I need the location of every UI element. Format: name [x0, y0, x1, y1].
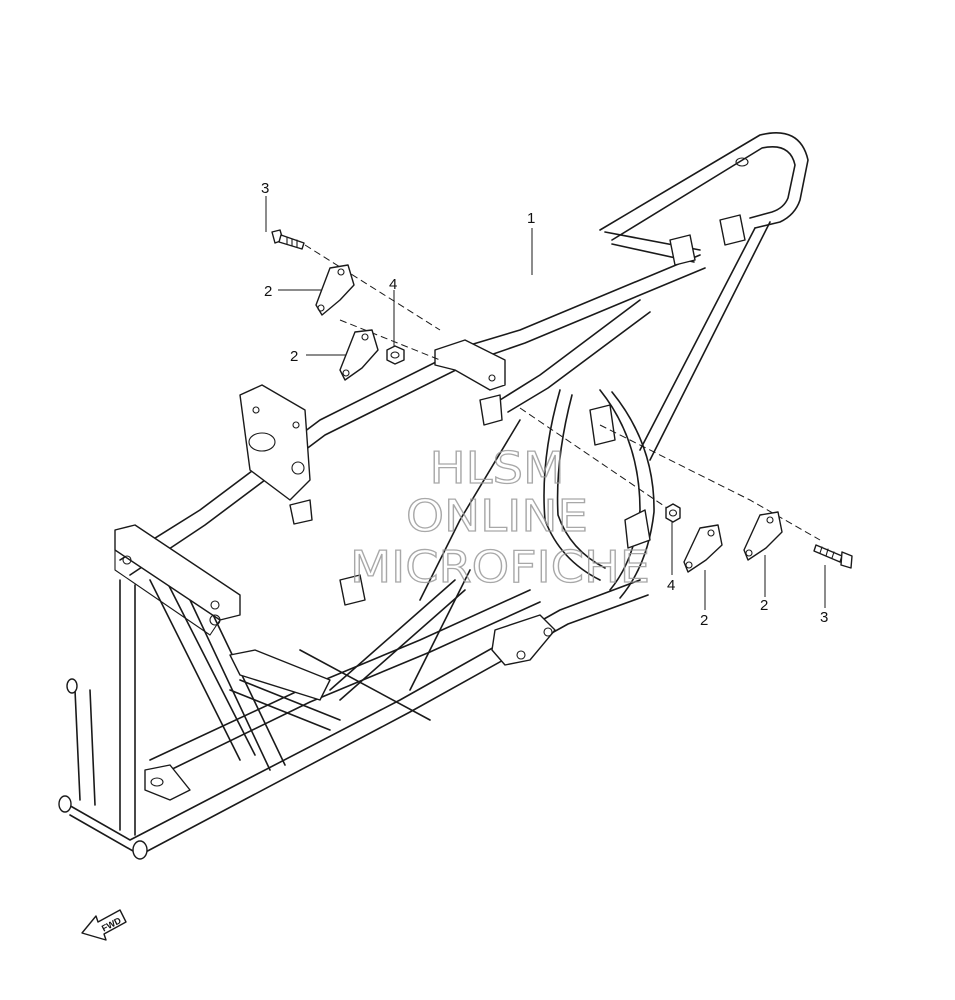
- callout-2-upper-b: 2: [290, 348, 298, 365]
- assembly-line-left: [304, 244, 441, 331]
- callout-2-lower-a: 2: [700, 612, 708, 629]
- callout-1: 1: [527, 210, 535, 227]
- bolt-left[interactable]: [271, 229, 305, 250]
- callout-4-left: 4: [389, 276, 397, 293]
- assembly-line-right: [599, 424, 821, 541]
- watermark-line1: HLSM: [430, 443, 565, 494]
- bracket-lower-a[interactable]: [683, 524, 723, 573]
- bracket-upper-b[interactable]: [339, 329, 379, 381]
- bolt-right[interactable]: [813, 544, 853, 569]
- fwd-arrow-icon: FWD: [81, 909, 127, 941]
- nut-right[interactable]: [665, 503, 681, 523]
- watermark: HLSM ONLINE MICROFICHE: [349, 442, 650, 593]
- callout-3-left: 3: [261, 180, 269, 197]
- callout-4-right: 4: [667, 577, 675, 594]
- watermark-line2: ONLINE: [406, 491, 588, 542]
- watermark-line3: MICROFICHE: [350, 542, 650, 593]
- callout-2-upper-a: 2: [264, 283, 272, 300]
- frame-part[interactable]: [58, 131, 809, 860]
- nut-left[interactable]: [386, 345, 405, 365]
- bracket-upper-a[interactable]: [315, 264, 355, 316]
- bracket-lower-b[interactable]: [743, 511, 783, 561]
- assembly-line-right-lower: [519, 407, 671, 511]
- callout-2-lower-b: 2: [760, 597, 768, 614]
- assembly-line-left-lower: [339, 319, 441, 361]
- callout-3-right: 3: [820, 609, 828, 626]
